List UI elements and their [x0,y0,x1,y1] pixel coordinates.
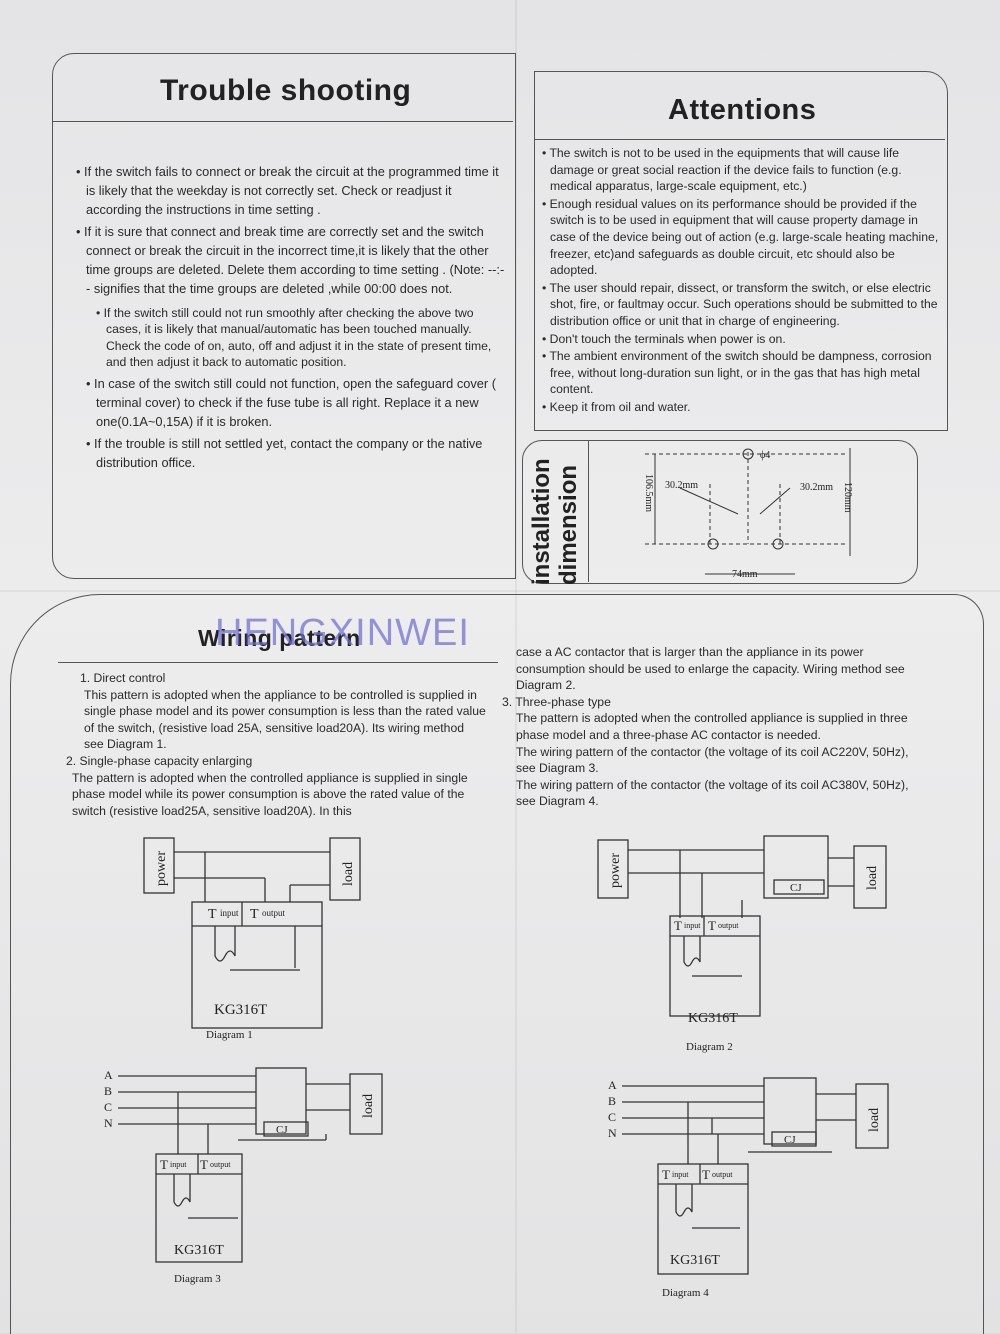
diagram-3-model: KG316T [174,1243,224,1258]
wiring-column-right: case a AC contactor that is larger than … [502,644,922,810]
watermark: HENGXINWEI [215,612,470,654]
diagram-3-line-b: B [104,1084,112,1098]
diagram-3-terminal-t: T [160,1157,168,1172]
diagram-3-input-label: input [170,1160,187,1169]
dim-left-offset: 30.2mm [665,480,698,491]
dim-right-offset: 30.2mm [800,482,833,493]
diagram-4-input-label: input [672,1170,689,1179]
wiring-text-three-phase: The pattern is adopted when the controll… [516,711,908,742]
diagram-4-line-c: C [608,1110,616,1124]
diagram-3-line-n: N [104,1116,113,1130]
diagram-4-terminal-t: T [662,1167,670,1182]
diagram-1-output-label: output [262,908,286,918]
diagram-2: power load CJ T input T output KG316T Di… [597,835,887,1053]
troubleshooting-rule [53,121,513,123]
diagram-3-load-label: load [361,1094,376,1118]
diagram-4-line-b: B [608,1094,616,1108]
diagram-2-cj-label: CJ [790,882,802,894]
diagram-3-output-label: output [210,1160,231,1169]
diagram-4-model: KG316T [670,1253,720,1268]
troubleshooting-item: If the switch still could not run smooth… [66,305,506,371]
diagram-2-load-label: load [865,866,880,890]
diagram-3-cj-label: CJ [276,1124,288,1136]
diagram-2-power-label: power [608,853,623,888]
wiring-heading-direct: 1. Direct control [80,671,166,685]
wiring-text-ac220: The wiring pattern of the contactor (the… [516,744,909,776]
diagram-4-load-label: load [867,1108,882,1132]
diagram-2-input-label: input [684,921,701,930]
dim-hole: ϕ4 [760,450,770,461]
diagram-1-load-label: load [341,862,356,886]
attentions-item: Enough residual values on its performanc… [538,196,940,279]
wiring-text-continued: case a AC contactor that is larger than … [516,645,905,693]
wiring-panel [10,594,984,1334]
installation-dimension-drawing: ϕ4 30.2mm 30.2mm 106.5mm 120mm 74mm [643,448,853,580]
fold-line-vertical [515,0,517,1333]
installation-divider [588,441,590,582]
troubleshooting-item: If it is sure that connect and break tim… [66,223,506,298]
diagram-1: power load T input T output KG316T Diagr… [143,837,361,1041]
wiring-text-direct: This pattern is adopted when the applian… [84,687,486,752]
wiring-title: Wiring pattern [198,625,361,651]
wiring-column-left: 1. Direct control This pattern is adopte… [66,670,486,819]
diagram-1-terminal-t: T [208,907,217,922]
wiring-heading-three-phase: 3. Three-phase type [502,694,611,709]
diagram-4-terminal-t2: T [702,1167,710,1182]
diagram-2-terminal-t: T [674,918,682,933]
diagram-4-output-label: output [712,1170,733,1179]
troubleshooting-title: Trouble shooting [160,74,412,107]
troubleshooting-item: If the trouble is still not settled yet,… [66,435,506,473]
attentions-item: The switch is not to be used in the equi… [538,145,940,195]
diagram-4-caption: Diagram 4 [662,1287,709,1299]
diagram-2-model: KG316T [688,1011,738,1026]
diagram-4: A B C N load CJ T input T output KG316T … [608,1077,889,1299]
dim-height-inner: 106.5mm [643,474,654,512]
attentions-title: Attentions [668,94,817,126]
troubleshooting-item: In case of the switch still could not fu… [66,375,506,431]
diagram-1-model: KG316T [214,1002,267,1018]
diagram-2-terminal-t2: T [708,918,716,933]
attentions-item: The user should repair, dissect, or tran… [538,280,940,330]
diagram-1-caption: Diagram 1 [206,1029,253,1041]
diagram-3: A B C N load CJ T input T output KG316T … [104,1067,383,1285]
troubleshooting-list: If the switch fails to connect or break … [66,163,506,473]
diagram-4-line-a: A [608,1078,617,1092]
diagram-3-caption: Diagram 3 [174,1273,221,1285]
dim-width: 74mm [732,569,758,580]
installation-title: installation dimension [528,458,582,585]
diagram-3-line-c: C [104,1100,112,1114]
diagram-4-line-n: N [608,1126,617,1140]
fold-line-horizontal [0,590,1000,592]
diagram-1-input-label: input [220,908,239,918]
diagram-1-terminal-t2: T [250,907,259,922]
attentions-rule [535,139,945,141]
attentions-item: The ambient environment of the switch sh… [538,348,940,398]
troubleshooting-item: If the switch fails to connect or break … [66,163,506,219]
diagram-4-cj-label: CJ [784,1134,796,1146]
diagram-3-terminal-t2: T [200,1157,208,1172]
diagram-3-line-a: A [104,1068,113,1082]
diagram-2-output-label: output [718,921,739,930]
wiring-text-ac380: The wiring pattern of the contactor (the… [516,777,909,809]
wiring-text-single-phase: The pattern is adopted when the controll… [72,770,468,818]
dim-height-outer: 120mm [842,482,853,513]
attentions-item: Keep it from oil and water. [538,399,940,416]
attentions-item: Don't touch the terminals when power is … [538,331,940,348]
diagram-1-power-label: power [154,851,169,886]
wiring-heading-single-phase: 2. Single-phase capacity enlarging [66,753,253,768]
wiring-rule [58,662,498,664]
attentions-list: The switch is not to be used in the equi… [538,145,940,416]
diagram-2-caption: Diagram 2 [686,1041,733,1053]
